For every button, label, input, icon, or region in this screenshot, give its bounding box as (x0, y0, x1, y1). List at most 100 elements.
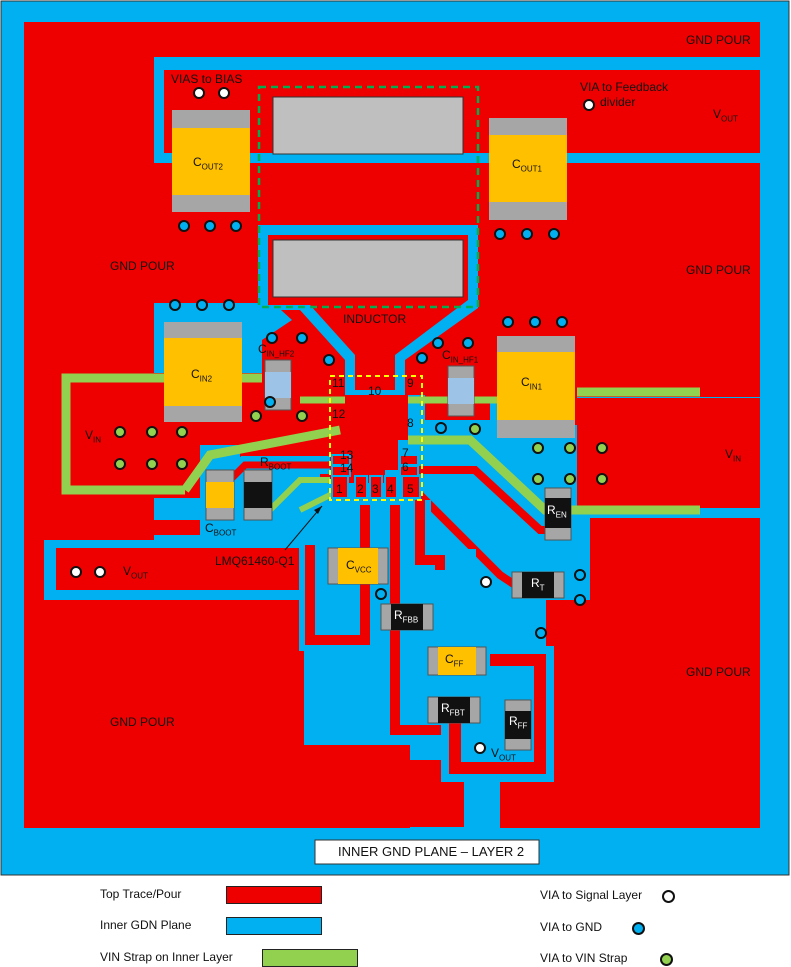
via-gnd (556, 316, 568, 328)
via-vin-strap (296, 410, 308, 422)
vin-left-label: VIN (85, 428, 102, 445)
legend-via-gnd-icon (632, 922, 645, 935)
inductor-pad-top (272, 96, 464, 155)
cin1-label: CIN1 (521, 375, 543, 392)
cin1-capacitor (497, 336, 575, 438)
legend-label-via-gnd: VIA to GND (540, 920, 603, 934)
cboot-capacitor (205, 469, 235, 521)
via-signal (480, 576, 492, 588)
legend-label-top-trace: Top Trace/Pour (100, 887, 182, 901)
via-gnd (323, 354, 335, 366)
via-gnd (529, 316, 541, 328)
pin-label: 3 (372, 482, 379, 496)
via-signal (583, 99, 595, 111)
ic-part-label: LMQ61460-Q1 (215, 554, 295, 568)
rff-label: RFF (509, 714, 528, 731)
rff-resistor (504, 699, 532, 751)
via-vin-strap (146, 426, 158, 438)
via-vin-strap (596, 473, 608, 485)
cout2-capacitor (172, 110, 250, 212)
ic-pointer-arrow (284, 505, 323, 551)
vout-top-label: VOUT (713, 107, 738, 124)
via-vin-strap (176, 458, 188, 470)
via-vin-strap (532, 473, 544, 485)
pin-label: 14 (340, 461, 354, 475)
pin-label: 8 (407, 416, 414, 430)
legend-label-via-signal: VIA to Signal Layer (540, 888, 643, 902)
vout-bottom-label: VOUT (491, 746, 516, 763)
rboot-label: RBOOT (260, 455, 292, 472)
via-gnd (494, 228, 506, 240)
via-gnd (204, 220, 216, 232)
via-gnd (196, 299, 208, 311)
via-gnd (223, 299, 235, 311)
cvcc-label: CVCC (346, 558, 372, 575)
inductor-label: INDUCTOR (343, 312, 407, 326)
pin-label: 11 (332, 376, 345, 390)
via-gnd (548, 228, 560, 240)
legend-label-via-vin: VIA to VIN Strap (540, 951, 628, 965)
via-to-feedback-label: VIA to Feedback (580, 80, 669, 94)
inner-plane-caption: INNER GND PLANE – LAYER 2 (338, 844, 525, 859)
cboot-label: CBOOT (205, 521, 237, 538)
pour-label-left: GND POUR (110, 259, 175, 273)
via-gnd (264, 396, 276, 408)
via-signal (193, 87, 205, 99)
cout2-label: COUT2 (193, 155, 224, 172)
rfbb-resistor (380, 603, 434, 631)
via-gnd (462, 337, 474, 349)
pin-label: 9 (407, 376, 414, 390)
pin-label: 5 (407, 482, 414, 496)
via-gnd (296, 332, 308, 344)
vin-pour-right (577, 398, 760, 508)
vias-to-bias-label: VIAS to BIAS (171, 72, 243, 86)
vin-right-label: VIN (725, 447, 742, 464)
rfbt-label: RFBT (441, 701, 465, 718)
rfbb-label: RFBB (394, 608, 419, 625)
via-vin-strap (114, 458, 126, 470)
via-vin-strap (564, 473, 576, 485)
legend-label-vin-strap: VIN Strap on Inner Layer (100, 950, 233, 964)
cin2-label: CIN2 (191, 367, 213, 384)
via-to-feedback-label-2: divider (600, 95, 636, 109)
via-gnd (521, 228, 533, 240)
legend-via-vin-icon (660, 953, 673, 966)
via-signal (218, 87, 230, 99)
cff-capacitor (427, 646, 487, 676)
cvcc-capacitor (327, 547, 389, 585)
via-vin-strap (176, 426, 188, 438)
via-vin-strap (596, 442, 608, 454)
cin-hf1-capacitor (447, 365, 475, 417)
ic-outline (329, 375, 423, 501)
via-vin-strap (250, 410, 262, 422)
rfbt-resistor (427, 696, 481, 724)
gnd-pour-right-upper (583, 163, 760, 396)
via-signal (70, 566, 82, 578)
vout-left-label: VOUT (123, 564, 148, 581)
gnd-pour-right-lower (590, 518, 760, 828)
ren-resistor (544, 487, 572, 541)
cff-label: CFF (445, 652, 464, 669)
pin-label: 2 (357, 482, 364, 496)
rt-label: RT (531, 576, 545, 593)
cin-hf2-label: CIN_HF2 (258, 342, 295, 359)
pin-label: 1 (336, 482, 343, 496)
vias (70, 87, 608, 754)
via-gnd (432, 337, 444, 349)
inductor-pad-bottom (272, 239, 464, 298)
ic-pins (331, 454, 421, 499)
inner-plane-caption-box (314, 839, 540, 865)
inductor-keepout-outline (257, 85, 480, 309)
rt-resistor (511, 571, 565, 599)
pin-label: 10 (368, 384, 382, 398)
via-gnd (502, 316, 514, 328)
via-gnd (178, 220, 190, 232)
legend-swatch-vin-strap (262, 949, 358, 967)
via-vin-strap (469, 423, 481, 435)
via-gnd (574, 594, 586, 606)
pin-label: 6 (402, 460, 409, 474)
cin2-capacitor (164, 322, 242, 422)
ren-label: REN (547, 503, 567, 520)
via-gnd (230, 220, 242, 232)
